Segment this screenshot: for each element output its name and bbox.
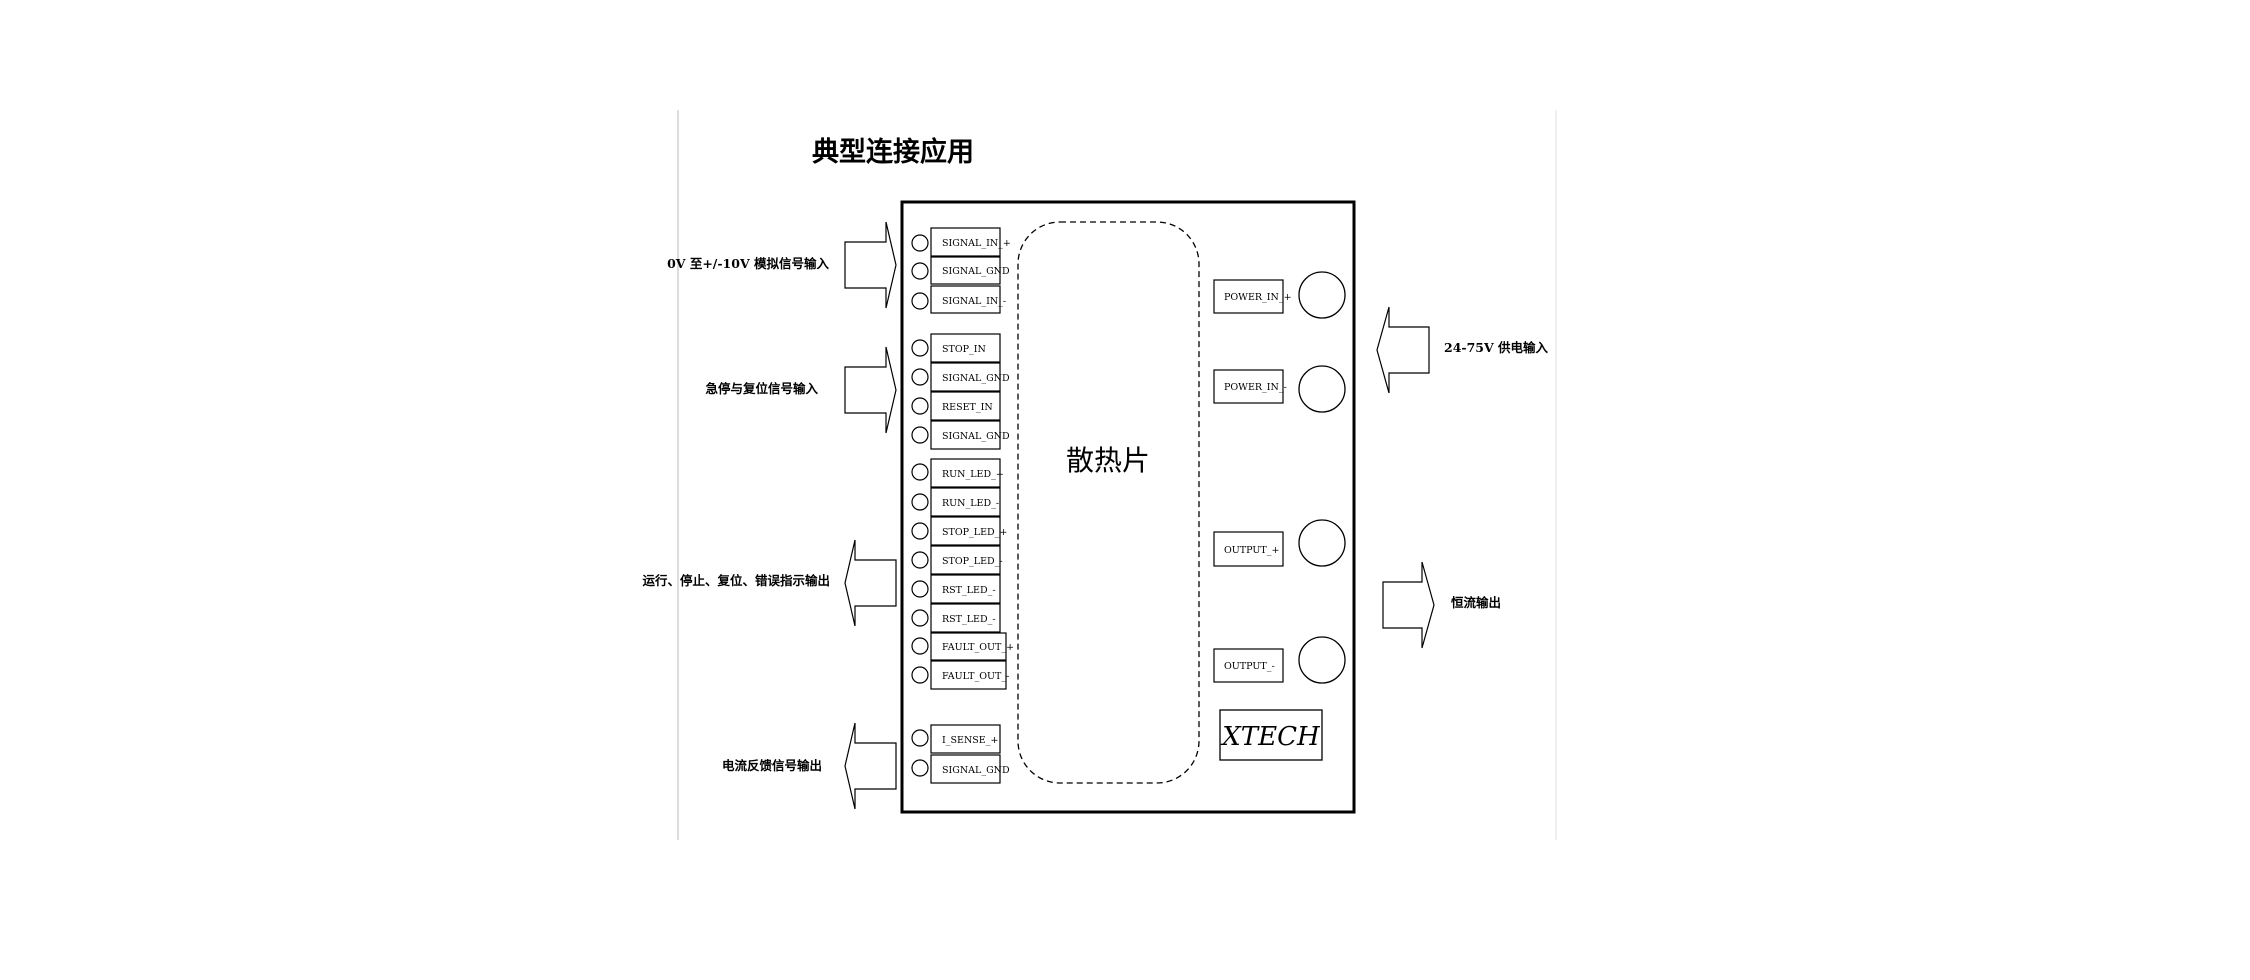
pin-label: FAULT_OUT_+ xyxy=(942,642,1014,653)
terminal-circle xyxy=(911,729,929,747)
pin-label: POWER_IN_- xyxy=(1224,382,1287,393)
pin-label: STOP_LED_+ xyxy=(942,527,1007,538)
pin-label-box xyxy=(930,660,1007,690)
pin-label-box xyxy=(930,391,1001,421)
pin-label: POWER_IN_+ xyxy=(1224,292,1292,303)
terminal-circle xyxy=(911,609,929,627)
pin-label-box xyxy=(930,754,1001,784)
pin-label: SIGNAL_GND xyxy=(942,266,1010,277)
board-outline xyxy=(900,200,1356,814)
terminal-circle xyxy=(911,368,929,386)
logo-box xyxy=(1219,709,1323,761)
terminal-circle xyxy=(911,551,929,569)
right-group-label: 恒流输出 xyxy=(1451,595,1501,610)
pin-label-box xyxy=(930,256,1001,285)
pin-label-box xyxy=(930,603,1001,633)
pin-label-box xyxy=(930,632,1007,661)
terminal-circle xyxy=(911,493,929,511)
input-arrow-icon xyxy=(1376,306,1430,394)
pin-label-box xyxy=(930,545,1001,575)
pin-label: OUTPUT_+ xyxy=(1224,545,1279,556)
terminal-circle xyxy=(911,426,929,444)
output-arrow-icon xyxy=(844,539,897,627)
heatsink-label: 散热片 xyxy=(1066,444,1150,477)
terminal-circle xyxy=(911,637,929,655)
terminal-circle xyxy=(911,759,929,777)
terminal-circle xyxy=(911,234,929,252)
pin-label-box xyxy=(930,285,1001,314)
pin-label-box xyxy=(1213,648,1284,683)
pin-label: I_SENSE_+ xyxy=(942,735,998,746)
pin-label: RESET_IN xyxy=(942,402,993,413)
output-arrow-icon xyxy=(1382,561,1435,649)
terminal-circle xyxy=(911,463,929,481)
pin-label: STOP_LED_- xyxy=(942,556,1003,567)
terminal-circle xyxy=(911,522,929,540)
input-arrow-icon xyxy=(844,221,897,309)
left-pin-group: SIGNAL_IN_+ SIGNAL_GND SIGNAL_IN_- STOP_… xyxy=(911,227,1014,784)
pin-label: OUTPUT_- xyxy=(1224,661,1275,672)
pin-label-box xyxy=(930,227,1001,257)
left-group-label: 运行、停止、复位、错误指示输出 xyxy=(642,573,830,588)
pin-label-box xyxy=(930,724,1001,754)
pin-label-box xyxy=(930,487,1001,517)
pin-label: SIGNAL_GND xyxy=(942,373,1010,384)
diagram-title: 典型连接应用 xyxy=(812,136,974,168)
right-pin-group: POWER_IN_+ POWER_IN_- OUTPUT_+ OUTPUT_- xyxy=(1213,271,1346,684)
pin-label-box xyxy=(930,362,1001,392)
terminal-screw xyxy=(1298,636,1346,684)
pin-label: SIGNAL_GND xyxy=(942,431,1010,442)
terminal-screw xyxy=(1298,365,1346,413)
terminal-circle xyxy=(911,339,929,357)
input-arrow-icon xyxy=(844,346,897,434)
pin-label-box xyxy=(930,333,1001,363)
pin-label: SIGNAL_IN_- xyxy=(942,296,1006,307)
output-arrow-icon xyxy=(844,722,897,810)
pin-label-box xyxy=(1213,531,1284,567)
terminal-circle xyxy=(911,666,929,684)
pin-label: STOP_IN xyxy=(942,344,986,355)
left-group-label: 0V 至+/-10V 模拟信号输入 xyxy=(667,256,829,271)
terminal-circle xyxy=(911,292,929,310)
pin-label: SIGNAL_GND xyxy=(942,765,1010,776)
left-group-label: 急停与复位信号输入 xyxy=(705,381,818,396)
terminal-screw xyxy=(1298,519,1346,567)
heatsink-area xyxy=(1017,221,1200,784)
pin-label: SIGNAL_IN_+ xyxy=(942,238,1011,249)
pin-label-box xyxy=(1213,279,1284,314)
pin-label-box xyxy=(1213,369,1284,404)
right-group-label: 24-75V 供电输入 xyxy=(1444,340,1549,355)
pin-label: RST_LED_- xyxy=(942,585,996,596)
pin-label: FAULT_OUT_- xyxy=(942,671,1009,682)
terminal-screw xyxy=(1298,271,1346,319)
pin-label-box xyxy=(930,516,1001,546)
pin-label: RUN_LED_+ xyxy=(942,469,1004,480)
pin-label-box xyxy=(930,458,1001,488)
xtech-logo: XTECH xyxy=(1220,722,1321,752)
pin-label: RST_LED_- xyxy=(942,614,996,625)
pin-label-box xyxy=(930,574,1001,604)
terminal-circle xyxy=(911,580,929,598)
terminal-circle xyxy=(911,262,929,280)
left-group-label: 电流反馈信号输出 xyxy=(722,758,822,773)
terminal-circle xyxy=(911,397,929,415)
pin-label: RUN_LED_- xyxy=(942,498,999,509)
pin-label-box xyxy=(930,420,1001,450)
